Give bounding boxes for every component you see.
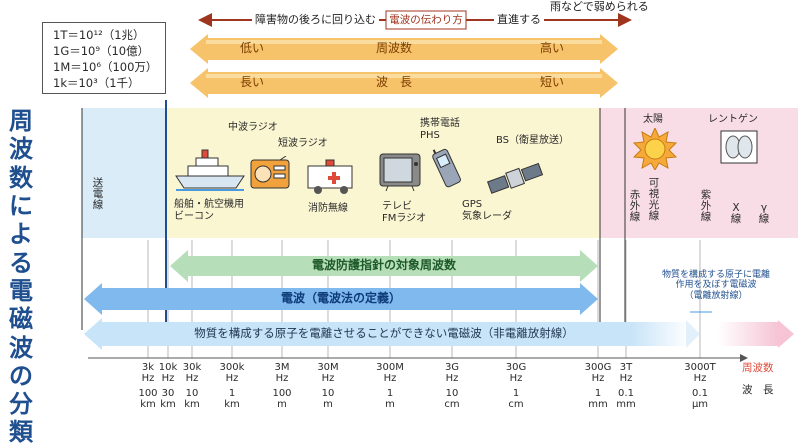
- non-ionizing-band: [84, 318, 794, 350]
- axis-tick-wavelength: 1 m: [385, 388, 395, 410]
- axis-wavelength-title: 波 長: [742, 384, 774, 396]
- axis-tick-wavelength: 0.1 mm: [616, 388, 636, 410]
- unit-notes: 1T＝10¹²（1兆） 1G＝10⁹（10億） 1M＝10⁶（100万） 1k＝…: [42, 22, 166, 94]
- axis-tick-frequency: 300k Hz: [219, 362, 245, 384]
- guideline-band-label: 電波防護指針の対象周波数: [311, 258, 456, 272]
- light-panel: [600, 108, 798, 238]
- sw-radio-label: 短波ラジオ: [278, 138, 328, 149]
- axis-tick-frequency: 10k Hz: [158, 362, 178, 384]
- sun-icon: [632, 128, 678, 170]
- axis-tick-wavelength: 10 km: [184, 388, 200, 410]
- guideline-band: [170, 250, 598, 282]
- ship-icon: [175, 149, 245, 191]
- wavelength-long: 長い: [240, 75, 265, 89]
- radio-law-band-label: 電波（電波法の定義）: [280, 291, 401, 305]
- fire-label: 消防無線: [308, 203, 348, 214]
- propagation-title: 電波の伝わり方: [389, 14, 463, 26]
- axis-tick-frequency: 3k Hz: [141, 362, 155, 384]
- axis-tick-frequency: 3T Hz: [619, 362, 633, 384]
- propagation-right-label: 直進する: [494, 13, 544, 27]
- axis-tick-frequency: 300M Hz: [376, 362, 404, 384]
- sun-label: 太陽: [643, 114, 663, 125]
- axis-tick-wavelength: 10 cm: [444, 388, 460, 410]
- axis-tick-wavelength: 10 m: [321, 388, 335, 410]
- satellite-icon: [486, 162, 544, 194]
- unit-kilo: 1k＝10³（1千）: [53, 76, 140, 90]
- gps-label: GPS 気象レーダ: [462, 199, 512, 222]
- axis-tick-wavelength: 100 m: [272, 388, 292, 410]
- axis-tick-wavelength: 100 km: [138, 388, 158, 410]
- frequency-label: 周波数: [376, 41, 413, 55]
- bs-label: BS（衛星放送）: [496, 135, 570, 146]
- ultraviolet-label: 紫外線: [700, 189, 712, 224]
- phone-label: 携帯電話 PHS: [420, 118, 460, 141]
- axis-tick-frequency: 30k Hz: [182, 362, 202, 384]
- frequency-high: 高い: [540, 41, 565, 55]
- ionizing-label: 物質を構成する原子に電離 作用を及ぼす電磁波 （電離放射線）: [661, 270, 770, 301]
- propagation-rain-label: 雨などで弱められる: [550, 0, 649, 13]
- axis-tick-frequency: 3G Hz: [444, 362, 460, 384]
- unit-tera: 1T＝10¹²（1兆）: [53, 28, 145, 42]
- axis-tick-wavelength: 1 cm: [508, 388, 524, 410]
- fire-truck-icon: [307, 159, 353, 194]
- axis-tick-frequency: 30M Hz: [317, 362, 339, 384]
- mw-radio-icon: [250, 156, 290, 189]
- axis-frequency-title: 周波数: [742, 362, 774, 374]
- unit-giga: 1G＝10⁹（10億）: [53, 44, 150, 58]
- axis-tick-wavelength: 30 km: [160, 388, 176, 410]
- axis-tick-frequency: 3M Hz: [274, 362, 290, 384]
- visible-label: 可視光線: [648, 177, 660, 223]
- xray-image-label: レントゲン: [708, 114, 758, 125]
- mw-radio-label: 中波ラジオ: [228, 122, 278, 133]
- axis-tick-frequency: 30G Hz: [505, 362, 527, 384]
- wavelength-label: 波 長: [376, 75, 413, 89]
- radio-law-band: [84, 283, 598, 315]
- axis-tick-wavelength: 1 mm: [588, 388, 608, 410]
- non-ionizing-band-label: 物質を構成する原子を電離させることができない電磁波（非電離放射線）: [194, 326, 574, 340]
- axis-tick-wavelength: 0.1 μm: [691, 388, 709, 410]
- diagram-svg: [81, 10, 794, 362]
- propagation-left-label: 障害物の後ろに回り込む: [252, 13, 379, 27]
- axis-tick-wavelength: 1 km: [224, 388, 240, 410]
- wavelength-arrow: [190, 68, 618, 98]
- tv-label: テレビ FMラジオ: [382, 201, 427, 224]
- unit-mega: 1M＝10⁶（100万）: [53, 60, 158, 74]
- axis-tick-frequency: 3000T Hz: [684, 362, 716, 384]
- frequency-arrow: [190, 34, 618, 64]
- xray-label: X線: [730, 202, 742, 226]
- phone-icon: [432, 148, 461, 188]
- tv-icon: [379, 153, 421, 192]
- transmission-panel: [82, 108, 166, 238]
- ship-label: 船舶・航空機用 ビーコン: [174, 199, 244, 222]
- transmission-label: 送電線: [92, 177, 104, 212]
- frequency-low: 低い: [240, 41, 265, 55]
- infrared-label: 赤外線: [629, 189, 641, 224]
- xray-film-icon: [720, 130, 758, 164]
- axis-tick-frequency: 300G Hz: [584, 362, 612, 384]
- gamma-label: γ線: [758, 202, 770, 226]
- wavelength-short: 短い: [540, 75, 565, 89]
